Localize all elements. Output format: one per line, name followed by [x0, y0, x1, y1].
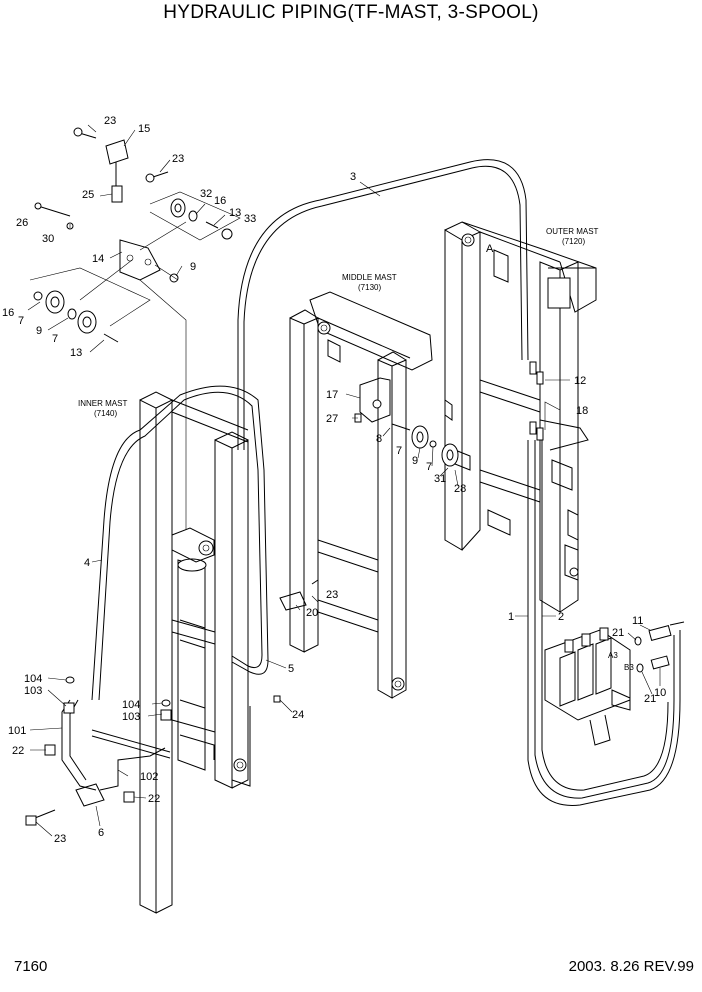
part-label-26: 26: [16, 217, 28, 229]
caption-outer-mast: OUTER MAST: [546, 227, 599, 236]
part-label-25: 25: [82, 189, 94, 201]
part-label-8: 8: [376, 433, 382, 445]
valve-fittings: [634, 621, 685, 673]
caption-inner-mast: INNER MAST: [78, 399, 127, 408]
part-label-7: 7: [426, 461, 432, 473]
sheave-assembly: [29, 127, 241, 530]
part-label-6: 6: [98, 827, 104, 839]
part-label-7: 7: [18, 315, 24, 327]
part-label-104: 104: [122, 699, 140, 711]
part-label-30: 30: [42, 233, 54, 245]
page-title: HYDRAULIC PIPING(TF-MAST, 3-SPOOL): [163, 2, 539, 23]
leader-lines: [27, 124, 661, 837]
part-label-32: 32: [200, 188, 212, 200]
part-label-21: 21: [644, 693, 656, 705]
part-label-9: 9: [412, 455, 418, 467]
part-label-22: 22: [12, 745, 24, 757]
part-label-15: 15: [138, 123, 150, 135]
hose-4: [91, 385, 265, 701]
part-label-23: 23: [172, 153, 184, 165]
outer-mast: [444, 221, 597, 613]
caption-inner-mast-number: (7140): [94, 409, 117, 418]
part-label-7: 7: [396, 445, 402, 457]
part-label-22: 22: [148, 793, 160, 805]
part-label-9: 9: [36, 325, 42, 337]
part-label-13: 13: [229, 207, 241, 219]
part-label-7: 7: [52, 333, 58, 345]
part-label-24: 24: [292, 709, 304, 721]
part-label-16: 16: [214, 195, 226, 207]
part-label-103: 103: [122, 711, 140, 723]
lift-cylinder: [171, 527, 215, 771]
part-label-4: 4: [84, 557, 90, 569]
inner-mast: [139, 391, 251, 914]
page-number: 7160: [14, 958, 48, 975]
lower-piping: [25, 676, 172, 826]
hose-3: [237, 159, 529, 450]
control-valve: [544, 627, 631, 746]
caption-port-b3: B3: [624, 663, 634, 672]
part-label-2: 2: [558, 611, 564, 623]
part-label-18: 18: [576, 405, 588, 417]
part-label-16: 16: [2, 307, 14, 319]
part-label-102: 102: [140, 771, 158, 783]
part-label-17: 17: [326, 389, 338, 401]
part-label-1: 1: [508, 611, 514, 623]
part-label-28: 28: [454, 483, 466, 495]
part-label-23: 23: [54, 833, 66, 845]
mast-fittings: [273, 361, 544, 703]
part-label-20: 20: [306, 607, 318, 619]
caption-port-a3: A3: [608, 651, 618, 660]
part-label-103: 103: [24, 685, 42, 697]
caption-middle-mast-number: (7130): [358, 283, 381, 292]
part-label-9: 9: [190, 261, 196, 273]
revision-date: 2003. 8.26 REV.99: [568, 958, 694, 975]
part-label-27: 27: [326, 413, 338, 425]
part-label-3: 3: [350, 171, 356, 183]
part-label-10: 10: [654, 687, 666, 699]
part-label-13: 13: [70, 347, 82, 359]
part-label-11: 11: [632, 615, 643, 627]
hose-5: [231, 469, 269, 675]
caption-point-a: A: [486, 243, 494, 255]
part-label-33: 33: [244, 213, 256, 225]
part-label-12: 12: [574, 375, 586, 387]
part-label-104: 104: [24, 673, 42, 685]
part-label-14: 14: [92, 253, 104, 265]
part-label-21: 21: [612, 627, 624, 639]
part-label-5: 5: [288, 663, 294, 675]
part-label-23: 23: [104, 115, 116, 127]
caption-outer-mast-number: (7120): [562, 237, 585, 246]
part-label-23: 23: [326, 589, 338, 601]
middle-mast: [289, 291, 433, 699]
part-label-101: 101: [8, 725, 26, 737]
part-label-31: 31: [434, 473, 446, 485]
hose-1-2: [527, 440, 681, 806]
caption-middle-mast: MIDDLE MAST: [342, 273, 397, 282]
